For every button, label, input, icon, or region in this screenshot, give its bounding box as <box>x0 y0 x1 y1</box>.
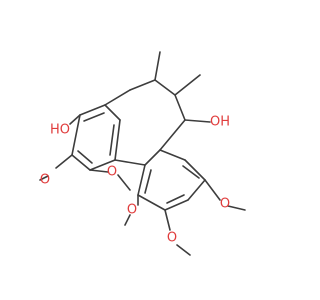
atom-label-oxygen: O <box>40 173 50 188</box>
bond-lines <box>39 51 246 256</box>
bond <box>176 244 191 256</box>
bond <box>109 124 115 156</box>
bond <box>174 74 201 96</box>
bond <box>39 175 49 181</box>
atom-label-oxygen: O <box>127 203 137 218</box>
bond <box>114 119 121 161</box>
bond <box>55 154 73 169</box>
bond <box>71 154 91 171</box>
bond <box>69 114 81 125</box>
bond <box>89 169 109 173</box>
atom-label-oxygen: O <box>167 231 177 246</box>
bond <box>164 199 189 211</box>
bond <box>144 169 152 194</box>
bond <box>159 149 186 161</box>
atom-label-oxygen: O <box>220 197 230 212</box>
bond <box>187 179 206 201</box>
bond <box>77 150 93 164</box>
bond <box>83 112 105 122</box>
bond <box>154 79 176 96</box>
bond <box>79 104 106 116</box>
bond <box>124 214 131 226</box>
bond <box>184 159 206 181</box>
molecular-structure-diagram: HO OH O O O O O <box>39 51 246 256</box>
bond <box>137 194 166 211</box>
bond <box>114 159 146 166</box>
bond <box>164 209 171 231</box>
bond <box>89 159 116 171</box>
bond <box>174 94 186 121</box>
bond <box>144 149 161 166</box>
bond <box>129 79 156 91</box>
bond <box>71 114 81 156</box>
bond <box>137 164 146 196</box>
atom-label-oh-right: OH <box>210 115 230 130</box>
bond <box>117 174 131 191</box>
bond <box>104 104 121 121</box>
bond <box>227 205 246 211</box>
bond <box>182 165 200 179</box>
bond <box>154 51 161 81</box>
atom-labels: HO OH O O O O O <box>40 115 230 246</box>
bond <box>159 119 186 151</box>
bond <box>104 89 131 106</box>
bond <box>184 119 211 123</box>
bond <box>204 179 221 201</box>
atom-label-oxygen: O <box>107 165 117 180</box>
atom-label-ho-left: HO <box>50 123 70 138</box>
bond <box>166 194 185 204</box>
